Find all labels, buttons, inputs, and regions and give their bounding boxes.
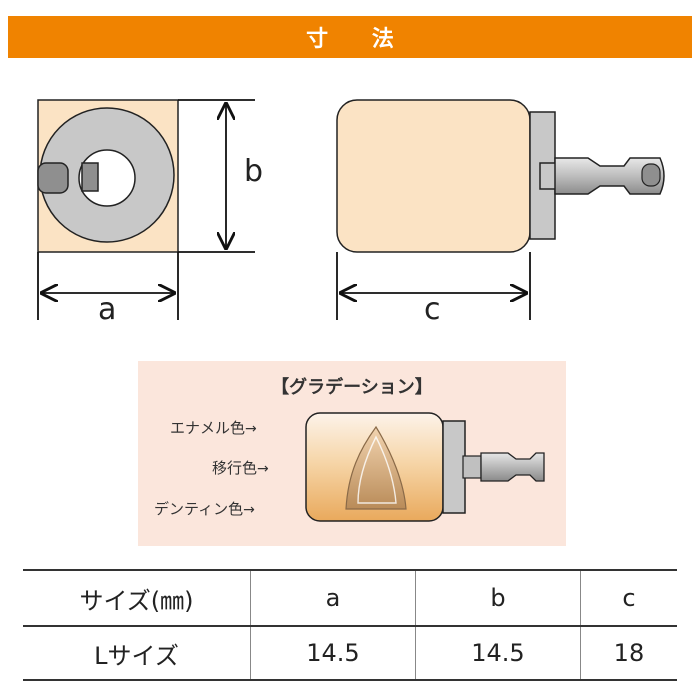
gradation-title: 【グラデーション】: [271, 377, 433, 398]
table-header-row: サイズ(㎜) a b c: [23, 569, 677, 627]
table-cell: 14.5: [250, 625, 416, 681]
table-header-cell: サイズ(㎜): [23, 569, 251, 627]
table-cell: 14.5: [414, 625, 581, 681]
gradation-label-enamel: エナメル色→: [170, 419, 257, 437]
table-cell: Lサイズ: [23, 625, 251, 681]
gradation-panel: 【グラデーション】 エナメル色→ 移行色→ デンティン色→: [138, 361, 566, 546]
gradation-label-dentin: デンティン色→: [154, 500, 255, 518]
dimension-label-b: b: [244, 154, 264, 189]
section-header: 寸 法: [8, 16, 692, 58]
arrow-right-icon: →: [243, 502, 255, 518]
dimension-drawing: [37, 99, 665, 320]
arrow-right-icon: →: [245, 421, 257, 437]
table-header-cell: b: [414, 569, 581, 627]
table-header-cell: a: [250, 569, 416, 627]
front-view: [37, 99, 179, 253]
gradation-block-drawing: [305, 412, 545, 522]
table-header-cell: c: [579, 569, 677, 627]
dimension-lines-front: [37, 99, 255, 320]
section-title: 寸 法: [306, 27, 412, 52]
dimension-lines-side: [336, 252, 531, 320]
size-spec-table: サイズ(㎜) a b c Lサイズ 14.5 14.5 18: [23, 569, 677, 681]
table-row: Lサイズ 14.5 14.5 18: [23, 625, 677, 681]
gradation-label-transition: 移行色→: [212, 459, 269, 477]
dimension-label-c: c: [424, 292, 441, 327]
table-cell: 18: [579, 625, 677, 681]
dimension-label-a: a: [98, 292, 117, 327]
side-view: [336, 99, 665, 253]
arrow-right-icon: →: [257, 461, 269, 477]
